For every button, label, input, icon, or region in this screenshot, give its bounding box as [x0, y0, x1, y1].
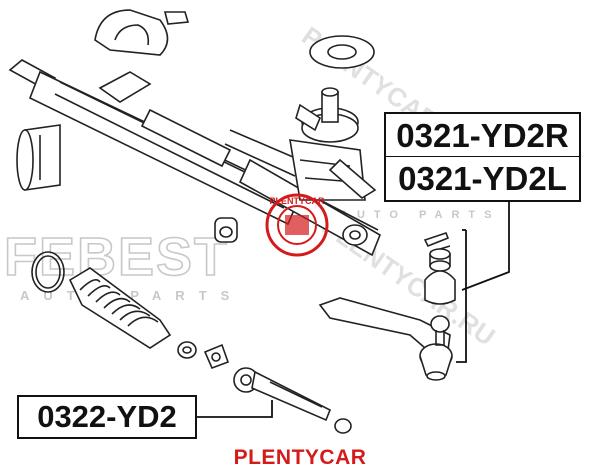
tie-rod-hardware: [423, 232, 456, 346]
washers-small: [177, 341, 230, 370]
part-number-0321-yd2r: 0321-YD2R: [396, 116, 569, 154]
part-label-0321-yd2l: 0321-YD2L: [384, 156, 581, 202]
auto-parts-watermark-text-right: AUTO PARTS: [340, 209, 501, 221]
outer-tie-rod-end: [318, 297, 453, 381]
steering-boot: [68, 267, 172, 349]
part-label-0322-yd2: 0322-YD2: [17, 395, 197, 439]
bushing: [16, 124, 61, 191]
febest-watermark-text: FEBEST: [4, 227, 229, 287]
part-number-0321-yd2l: 0321-YD2L: [398, 159, 567, 197]
leader-lines: [197, 202, 510, 418]
footer-brand-text: PLENTYCAR: [233, 446, 367, 469]
plug: [214, 217, 238, 243]
pinion-housing: [289, 87, 377, 201]
part-label-0321-yd2r: 0321-YD2R: [384, 112, 581, 158]
seal-text: PLENTYCAR: [269, 196, 325, 206]
washer-top: [309, 35, 375, 69]
febest-watermark: FEBEST AUTO PARTS AUTO PARTS: [3, 209, 501, 303]
plentycar-seal: PLENTYCAR: [265, 193, 329, 257]
inner-tie-rod: [233, 367, 352, 434]
boot-clamp: [31, 251, 65, 293]
part-number-0322-yd2: 0322-YD2: [37, 399, 177, 434]
mount-bracket: [94, 9, 190, 56]
steering-rack: [8, 59, 382, 257]
